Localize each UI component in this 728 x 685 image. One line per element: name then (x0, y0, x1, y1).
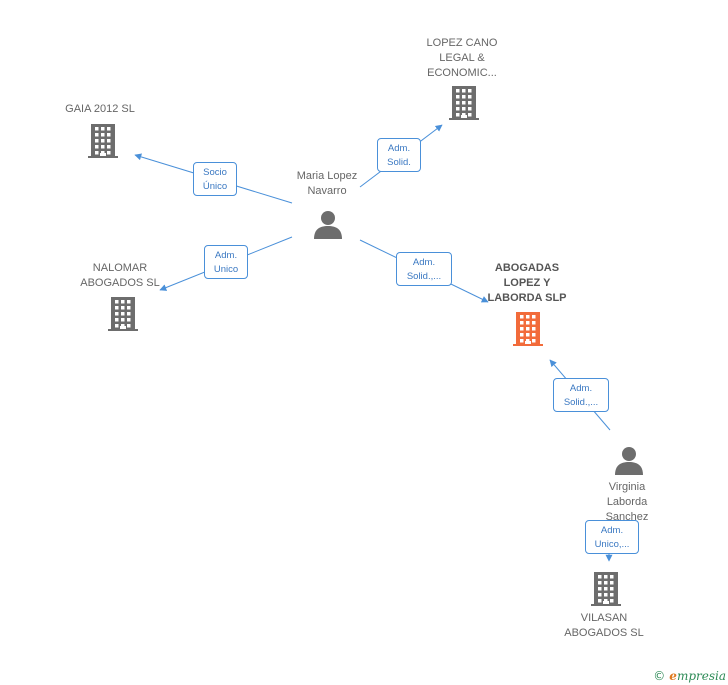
node-label-virginia[interactable]: Virginia Laborda Sanchez (605, 481, 649, 523)
person-icon[interactable] (313, 209, 343, 244)
building-icon[interactable] (88, 124, 118, 163)
edge-role-label[interactable]: Adm. Solid. (377, 138, 421, 172)
node-label-vilasan[interactable]: VILASAN ABOGADOS SL (564, 612, 644, 639)
node-label-abogadas[interactable]: ABOGADAS LOPEZ Y LABORDA SLP (487, 262, 567, 304)
brand-name: mpresia (676, 669, 726, 683)
node-label-lopez-cano[interactable]: LOPEZ CANO LEGAL & ECONOMIC... (426, 37, 498, 79)
building-icon[interactable] (591, 572, 621, 611)
node-label-nalomar[interactable]: NALOMAR ABOGADOS SL (80, 262, 160, 289)
copyright-icon: © (653, 669, 666, 683)
edge-role-label[interactable]: Adm. Solid.,... (553, 378, 609, 412)
node-label-gaia[interactable]: GAIA 2012 SL (65, 103, 135, 115)
edge-role-label[interactable]: Socio Único (193, 162, 237, 196)
edge-role-label[interactable]: Adm. Solid.,... (396, 252, 452, 286)
building-icon[interactable] (449, 86, 479, 125)
building-icon[interactable] (513, 312, 543, 351)
edge-role-label[interactable]: Adm. Unico,... (585, 520, 639, 554)
edge-role-label[interactable]: Adm. Unico (204, 245, 248, 279)
brand-e: e (669, 669, 677, 683)
node-label-maria[interactable]: Maria Lopez Navarro (296, 170, 358, 197)
building-icon[interactable] (108, 297, 138, 336)
person-icon[interactable] (614, 445, 644, 480)
empresia-footer: ©empresia (653, 669, 726, 683)
